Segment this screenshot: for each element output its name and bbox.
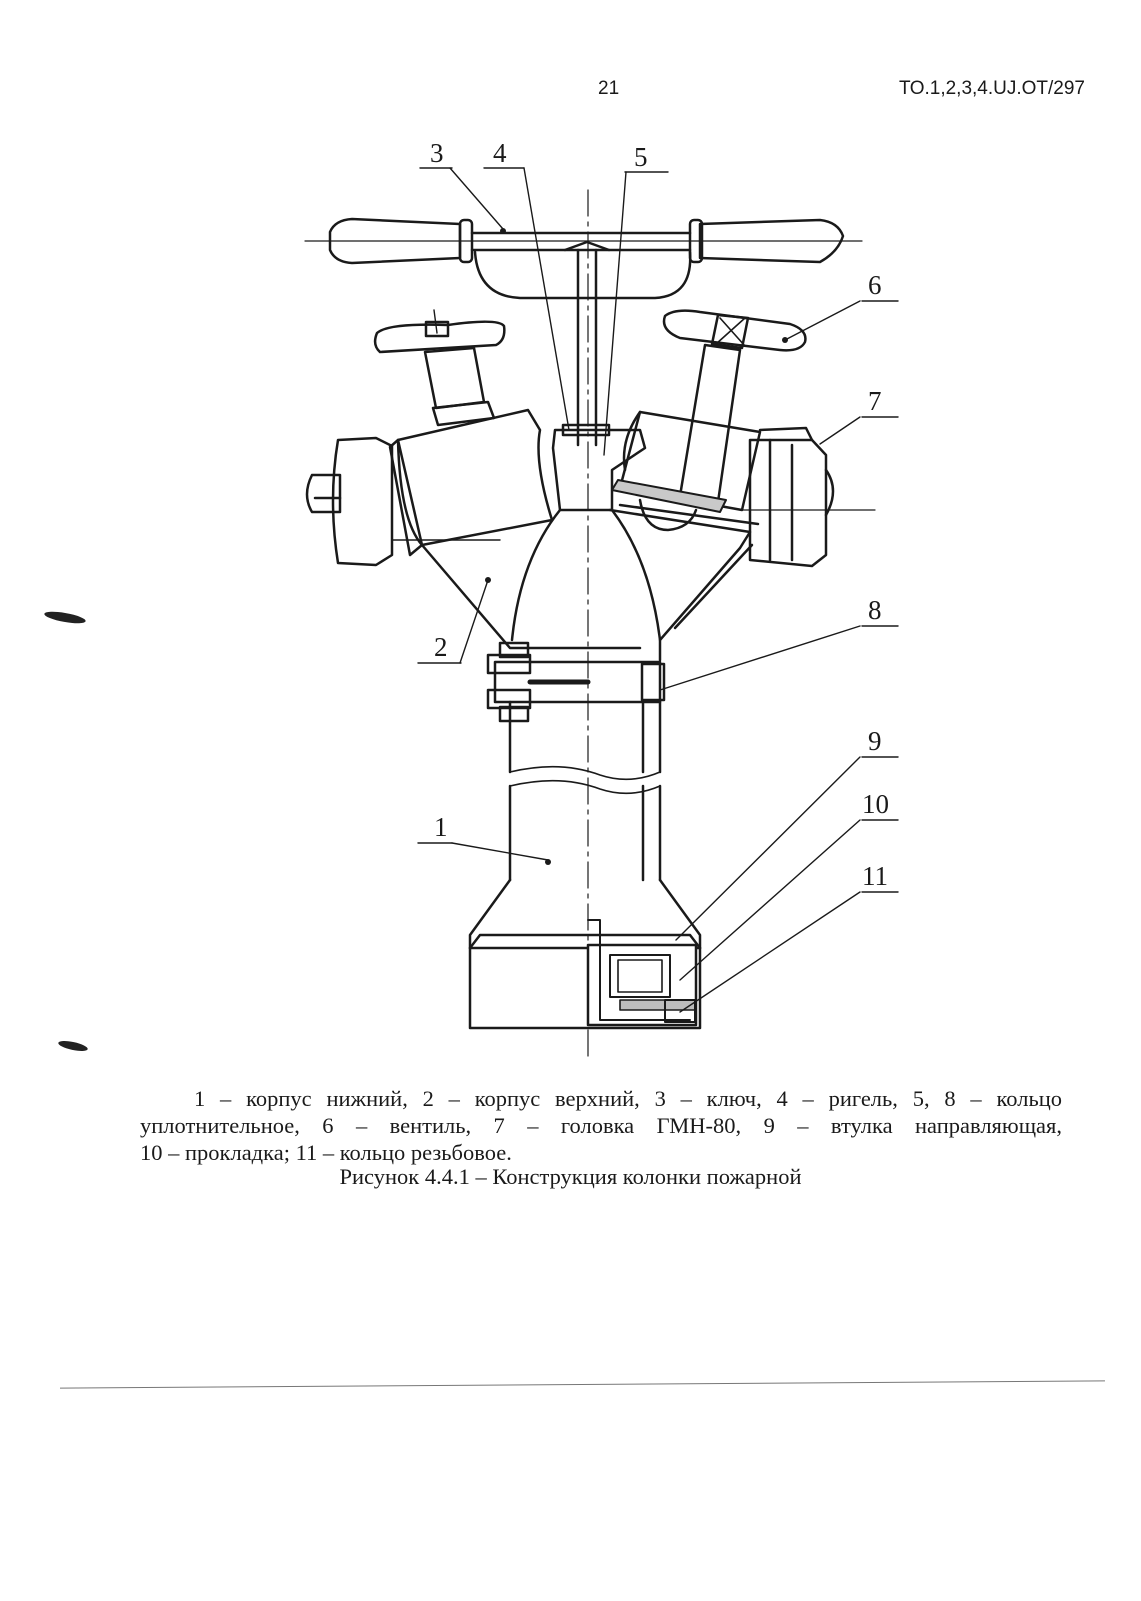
page-number: 21: [598, 78, 620, 99]
callout-5: 5: [634, 142, 648, 172]
callout-7: 7: [868, 386, 882, 416]
callout-1: 1: [434, 812, 448, 842]
left-valve: [305, 309, 554, 567]
callout-6: 6: [868, 270, 882, 300]
figure-title: Рисунок 4.4.1 – Конструкция колонки пожа…: [339, 1164, 802, 1189]
right-valve: [611, 309, 835, 568]
caption-line-2: уплотнительное, 6 – вентиль, 7 – головка…: [140, 1113, 1062, 1138]
lower-body: [468, 700, 702, 1030]
key-handle: [328, 217, 845, 447]
caption-line-1: 1 – корпус нижний, 2 – корпус верхний, 3…: [194, 1086, 1062, 1111]
document-code: ТО.1,2,3,4.UJ.OT/297: [898, 78, 1085, 99]
callout-2: 2: [434, 632, 448, 662]
callout-8: 8: [868, 595, 882, 625]
figure-caption: 1 – корпус нижний, 2 – корпус верхний, 3…: [140, 1085, 1062, 1166]
leader-lines: [417, 167, 899, 1013]
callout-10: 10: [862, 789, 889, 819]
callout-9: 9: [868, 726, 882, 756]
caption-line-3: 10 – прокладка; 11 – кольцо резьбовое.: [140, 1140, 512, 1165]
callout-11: 11: [862, 861, 888, 891]
callout-4: 4: [493, 138, 507, 168]
callout-3: 3: [430, 138, 444, 168]
flange: [486, 641, 666, 723]
